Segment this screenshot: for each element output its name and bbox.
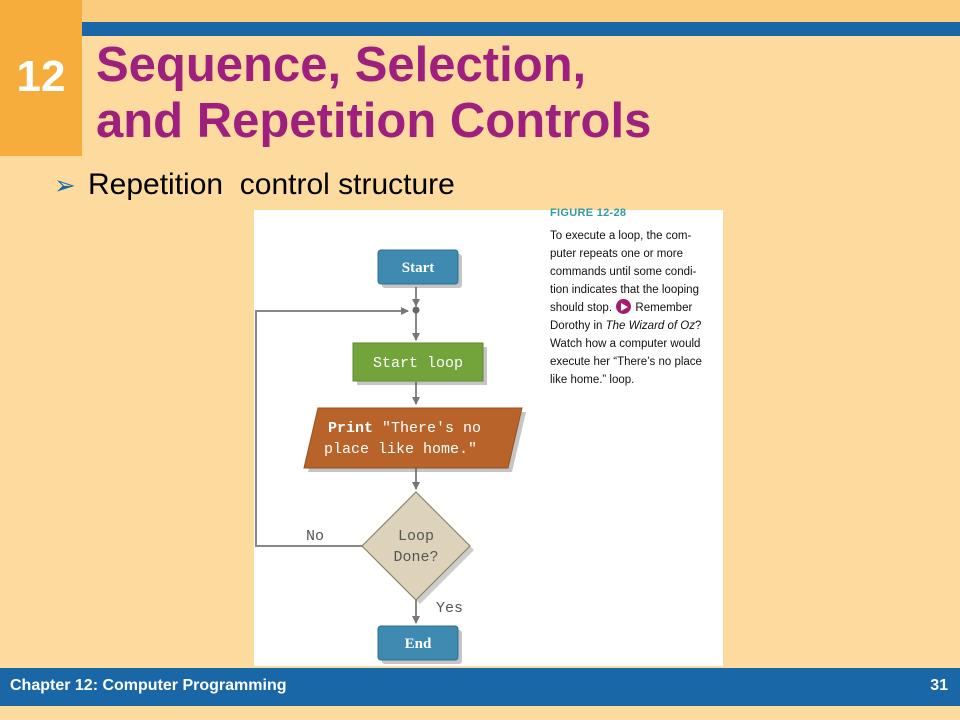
caption-line: tion indicates that the looping (550, 284, 699, 296)
print-node (303, 407, 523, 469)
flowchart-diagram: Start Start loop Print "There's no place… (255, 249, 526, 664)
decision-line1: Loop (398, 528, 434, 545)
chapter-number: 12 (16, 52, 66, 101)
slide-title-line1: Sequence, Selection, (96, 38, 587, 92)
figure-panel: Start Start loop Print "There's no place… (254, 207, 723, 666)
junction-dot (412, 306, 420, 314)
decision-node (361, 491, 471, 601)
end-label: End (405, 636, 432, 652)
caption-line: like home.” loop. (550, 374, 635, 386)
caption-line: should stop. Remember (550, 299, 728, 317)
caption-fragment: should stop. (550, 302, 613, 314)
bullet-text: Repetition control structure (88, 168, 455, 201)
end-node (377, 625, 459, 661)
start-node (377, 249, 459, 285)
connectors (255, 287, 420, 624)
decision-line2: Done? (393, 549, 438, 566)
caption-book-title: The Wizard of Oz (605, 320, 695, 332)
figure-label: FIGURE 12-28 (550, 207, 627, 219)
caption-fragment: Remember (635, 302, 693, 314)
no-label: No (306, 528, 324, 545)
start-loop-label: Start loop (373, 355, 463, 372)
caption-fragment: ? (694, 320, 702, 332)
start-loop-node (352, 342, 484, 382)
print-line1-rest: "There's no (373, 420, 481, 437)
caption-line: commands until some condi- (550, 266, 697, 278)
caption-line: Dorothy in The Wizard of Oz? (550, 317, 728, 335)
arrow-no-loop-back (255, 307, 409, 547)
footer-chapter: Chapter 12: Computer Programming (10, 677, 287, 694)
slide-title: Sequence, Selection, and Repetition Cont… (96, 37, 946, 149)
caption-line: Watch how a computer would (550, 338, 701, 350)
bullet-item: ➢ Repetition control structure (54, 168, 455, 208)
figure-caption: To execute a loop, the com- puter repeat… (550, 227, 728, 389)
yes-label: Yes (436, 600, 463, 617)
chapter-number-box: 12 (0, 0, 82, 156)
arrow-bullet-icon: ➢ (54, 170, 76, 200)
caption-fragment: Dorothy in (550, 320, 606, 332)
print-line1: Print "There's no (328, 420, 481, 437)
start-label: Start (402, 260, 435, 276)
print-keyword: Print (328, 420, 373, 437)
header-rule (82, 22, 960, 36)
top-strip (0, 0, 960, 22)
caption-line: To execute a loop, the com- (550, 230, 692, 242)
play-icon[interactable] (616, 299, 632, 314)
page-number: 31 (930, 677, 948, 694)
footer-bar: Chapter 12: Computer Programming 31 (0, 668, 960, 706)
caption-line: execute her “There’s no place (550, 356, 702, 368)
print-line2: place like home." (324, 441, 477, 458)
slide-title-line2: and Repetition Controls (96, 94, 652, 148)
caption-line: puter repeats one or more (550, 248, 683, 260)
